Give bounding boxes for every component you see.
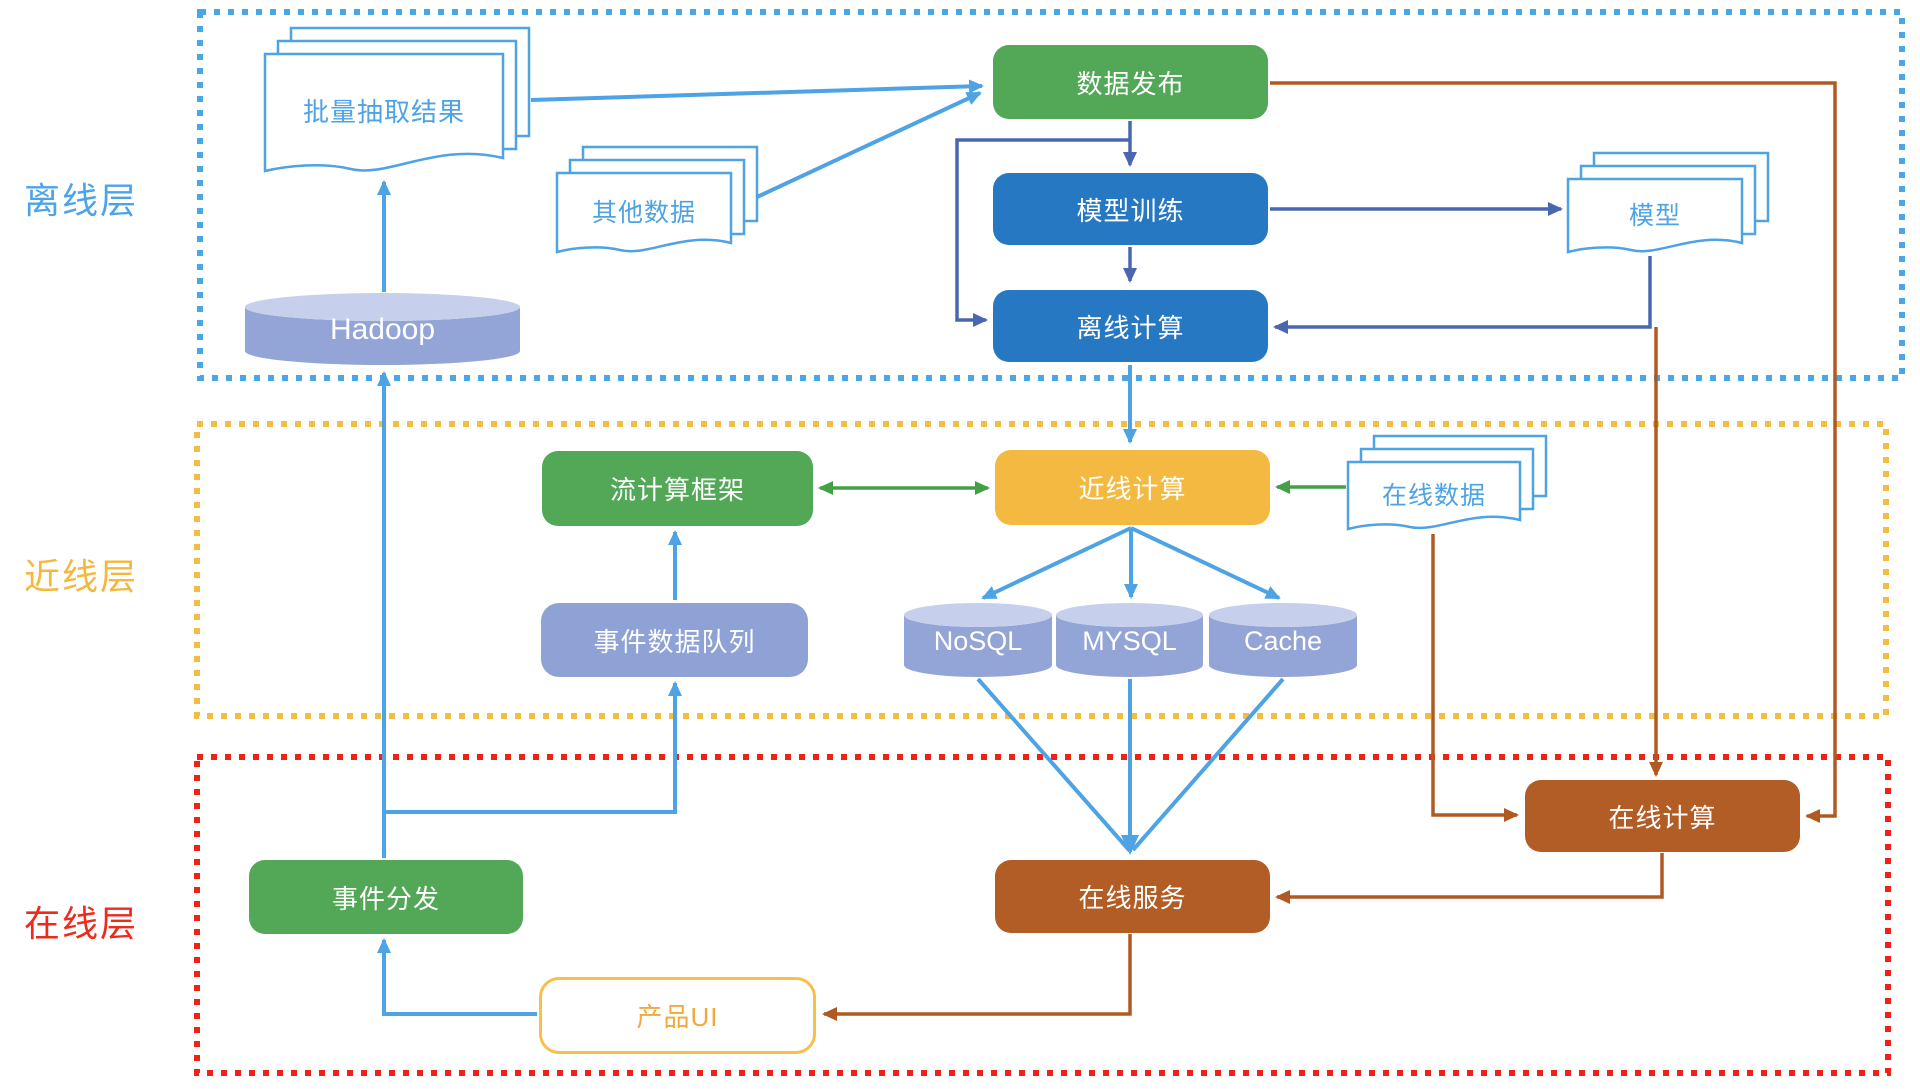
edge-datapublish-to-offlinecompute [955, 138, 1130, 327]
edge-batchresult-to-datapublish [530, 79, 984, 102]
model-document-stack [1566, 151, 1770, 254]
batch-result-document-stack [263, 26, 531, 173]
online-layer-label: 在线层 [24, 903, 139, 944]
model-training-box: 模型训练 [993, 173, 1268, 245]
edge-model-to-offlinecompute [1273, 256, 1652, 334]
edge-onlinecompute-to-onlineservice [1275, 853, 1664, 904]
cache-label: Cache [1243, 625, 1323, 656]
event-queue-box: 事件数据队列 [541, 603, 808, 677]
offline-compute-box: 离线计算 [993, 290, 1268, 362]
edge-cache-to-onlineservice [1131, 677, 1285, 852]
other-data-document-stack [555, 145, 759, 254]
online-layer-border [194, 754, 1891, 1076]
model-label: 模型 [1628, 202, 1681, 230]
offline-layer-label: 离线层 [24, 180, 139, 221]
edge-productui-to-eventdispatch [377, 938, 537, 1016]
nearline-compute-box: 近线计算 [995, 450, 1270, 525]
product-ui-box: 产品UI [539, 977, 816, 1054]
online-service-box: 在线服务 [995, 860, 1270, 933]
offline-layer-border [197, 9, 1905, 381]
nosql-label: NoSQL [933, 625, 1023, 656]
cache-cylinder [1209, 603, 1357, 677]
nearline-layer-border [194, 421, 1889, 719]
edge-nearlinecompute-to-nosql [981, 526, 1132, 600]
mysql-label: MYSQL [1082, 625, 1177, 656]
edge-onlinedata-to-onlinecompute [1431, 534, 1519, 822]
online-data-document-stack [1346, 434, 1548, 531]
online-data-label: 在线数据 [1381, 482, 1486, 510]
nosql-cylinder [904, 603, 1052, 677]
edge-datapublish-to-onlinecompute [1270, 81, 1837, 823]
data-publish-box: 数据发布 [993, 45, 1268, 119]
edge-eventdispatch-to-eventqueue [384, 681, 682, 814]
other-data-label: 其他数据 [591, 199, 696, 227]
edge-onlineservice-to-productui [822, 934, 1132, 1021]
batch-result-label: 批量抽取结果 [302, 96, 465, 127]
mysql-cylinder [1056, 603, 1203, 677]
hadoop-label: Hadoop [329, 313, 436, 346]
stream-framework-box: 流计算框架 [542, 451, 813, 526]
edge-otherdata-to-datapublish [756, 91, 982, 199]
event-dispatch-box: 事件分发 [249, 860, 523, 934]
edge-nosql-to-onlineservice [976, 677, 1131, 852]
online-compute-box: 在线计算 [1525, 780, 1800, 852]
hadoop-cylinder [245, 293, 520, 366]
edge-nearlinecompute-to-cache [1130, 526, 1281, 600]
nearline-layer-label: 近线层 [24, 556, 139, 597]
